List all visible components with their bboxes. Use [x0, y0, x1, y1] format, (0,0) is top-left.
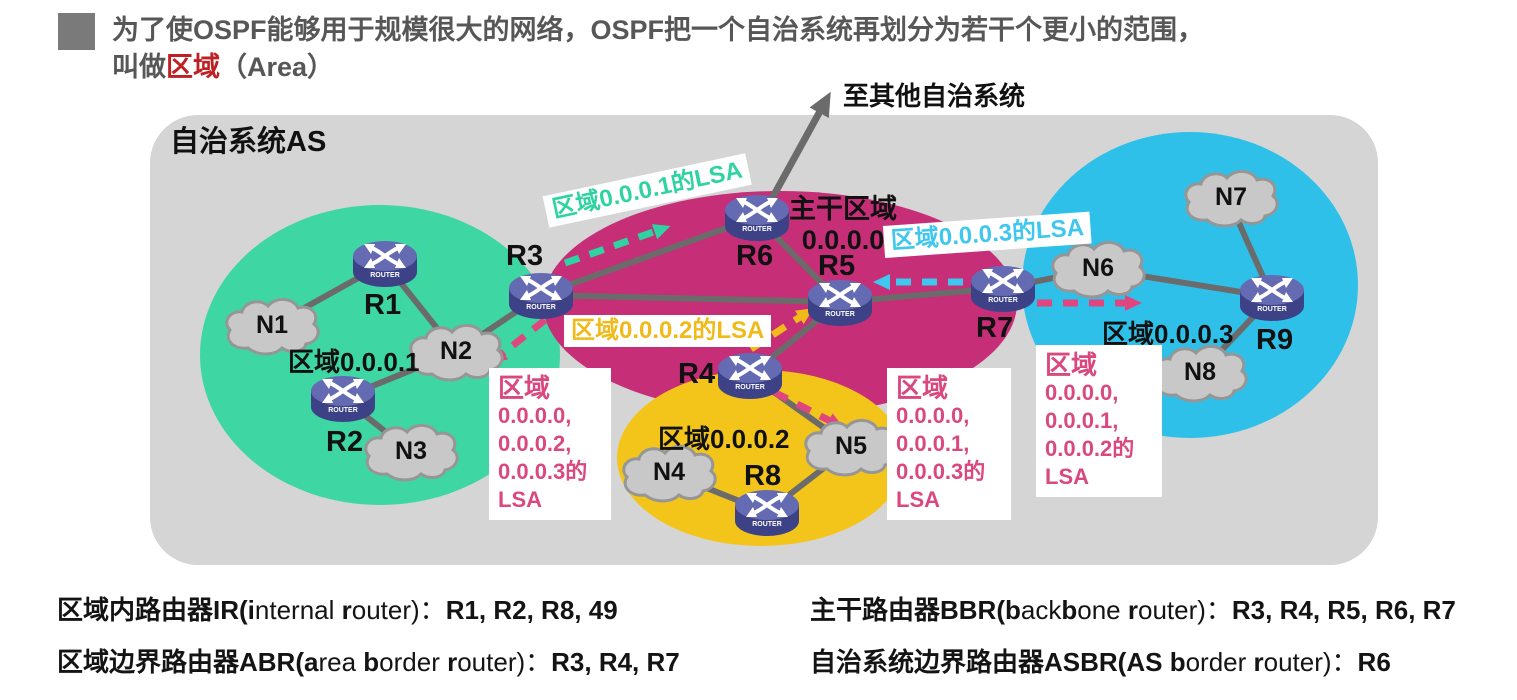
- lsa-flood-arrows: [489, 224, 1142, 429]
- network-label-n7: N7: [1215, 183, 1247, 211]
- lsa-summary-box-r4: 区域 0.0.0.0, 0.0.0.1, 0.0.0.3的LSA: [887, 368, 1011, 520]
- area2-label: 区域0.0.0.2: [658, 424, 790, 454]
- router-r8-icon: ROUTER: [733, 488, 801, 538]
- lsa-summary-box-r3: 区域 0.0.0.0, 0.0.0.2, 0.0.0.3的LSA: [489, 368, 611, 520]
- router-label-r6: R6: [736, 240, 774, 272]
- link-r3-r6: [538, 214, 760, 298]
- lsa-arrow-r3-to-n2: [489, 317, 548, 364]
- lsa-box-title: 区域: [1045, 350, 1098, 380]
- lsa-box-line: 0.0.0.1,: [896, 431, 970, 456]
- lsa-box-line: 0.0.0.0,: [896, 403, 970, 428]
- router-r1-icon: ROUTER: [351, 239, 419, 289]
- lsa-box-line: 0.0.0.0,: [1045, 380, 1119, 405]
- title-line2-prefix: 叫做: [112, 52, 166, 82]
- area1-label: 区域0.0.0.1: [288, 347, 420, 377]
- lsa-box-line: 0.0.0.1,: [1045, 408, 1119, 433]
- lsa-box-line: 0.0.0.3的LSA: [896, 459, 986, 512]
- router-label-r7: R7: [976, 312, 1014, 344]
- title-line2-suffix: （Area）: [220, 52, 335, 82]
- slide-title: 为了使OSPF能够用于规模很大的网络，OSPF把一个自治系统再划分为若干个更小的…: [112, 12, 1442, 86]
- network-label-n3: N3: [395, 437, 427, 465]
- legend-internal-router: 区域内路由器IR(internal router)：R1, R2, R8, 49: [57, 595, 618, 625]
- backbone-label-line2: 0.0.0.0: [801, 225, 885, 255]
- network-label-n1: N1: [256, 311, 288, 339]
- router-icon-label: ROUTER: [735, 384, 765, 391]
- network-label-n2: N2: [440, 337, 472, 365]
- lsa-box-title: 区域: [498, 373, 551, 403]
- backbone-label-line1: 主干区域: [789, 194, 897, 224]
- router-r9-icon: ROUTER: [1238, 273, 1306, 323]
- lsa-arrow-area1-to-backbone: [563, 224, 671, 267]
- lsa-box-line: 0.0.0.0,: [498, 403, 572, 428]
- lsa-box-line: 0.0.0.3的LSA: [498, 459, 588, 512]
- backbone-area-label: 主干区域 0.0.0.0: [788, 194, 898, 256]
- router-label-r8: R8: [744, 460, 782, 492]
- title-line2-highlight: 区域: [166, 52, 220, 82]
- network-label-n8: N8: [1184, 358, 1216, 386]
- router-icon-label: ROUTER: [370, 272, 400, 279]
- router-icon-label: ROUTER: [328, 407, 358, 414]
- router-label-r2: R2: [326, 426, 364, 458]
- legend-as-border-router: 自治系统边界路由器ASBR(AS border router)：R6: [810, 647, 1391, 677]
- router-label-r1: R1: [364, 289, 402, 321]
- lsa-box-title: 区域: [896, 373, 949, 403]
- lsa-flow-label-area2: 区域0.0.0.2的LSA: [564, 315, 772, 347]
- router-r5-icon: ROUTER: [806, 278, 874, 328]
- lsa-summary-box-r7: 区域 0.0.0.0, 0.0.0.1, 0.0.0.2的LSA: [1036, 345, 1162, 497]
- router-r4-icon: ROUTER: [716, 351, 784, 401]
- legend-area-border-router: 区域边界路由器ABR(area border router)：R3, R4, R…: [57, 647, 680, 677]
- router-icon-label: ROUTER: [1257, 306, 1287, 313]
- title-line1: 为了使OSPF能够用于规模很大的网络，OSPF把一个自治系统再划分为若干个更小的…: [112, 15, 1205, 45]
- lsa-box-line: 0.0.0.2的LSA: [1045, 436, 1135, 489]
- as-label: 自治系统AS: [170, 126, 327, 158]
- router-r2-icon: ROUTER: [309, 374, 377, 424]
- network-label-n5: N5: [835, 432, 867, 460]
- router-icon-label: ROUTER: [752, 521, 782, 528]
- legend-backbone-router: 主干路由器BBR(backbone router)：R3, R4, R5, R6…: [810, 595, 1456, 625]
- router-r7-icon: ROUTER: [969, 264, 1037, 314]
- network-label-n6: N6: [1082, 254, 1114, 282]
- router-label-r4: R4: [678, 358, 716, 390]
- routers: ROUTER ROUTER ROUTER ROUTER ROUTER ROUTE…: [309, 193, 1306, 538]
- router-icon-label: ROUTER: [526, 304, 556, 311]
- link-r3-r5: [538, 292, 843, 305]
- router-label-r3: R3: [506, 240, 544, 272]
- title-line2: 叫做区域（Area）: [112, 49, 1442, 86]
- router-r3-icon: ROUTER: [507, 271, 575, 321]
- router-label-r5: R5: [818, 250, 856, 282]
- router-r6-icon: ROUTER: [723, 193, 791, 243]
- area3-label: 区域0.0.0.3: [1102, 319, 1234, 349]
- to-other-as-label: 至其他自治系统: [843, 81, 1026, 111]
- router-icon-label: ROUTER: [825, 311, 855, 318]
- router-icon-label: ROUTER: [988, 297, 1018, 304]
- router-label-r9: R9: [1256, 324, 1294, 356]
- router-icon-label: ROUTER: [742, 226, 772, 233]
- bullet-square: [58, 13, 95, 50]
- network-label-n4: N4: [653, 458, 685, 486]
- lsa-box-line: 0.0.0.2,: [498, 431, 572, 456]
- lsa-arrow-r4-to-n5: [772, 388, 844, 429]
- area-0001-ellipse: [200, 205, 560, 505]
